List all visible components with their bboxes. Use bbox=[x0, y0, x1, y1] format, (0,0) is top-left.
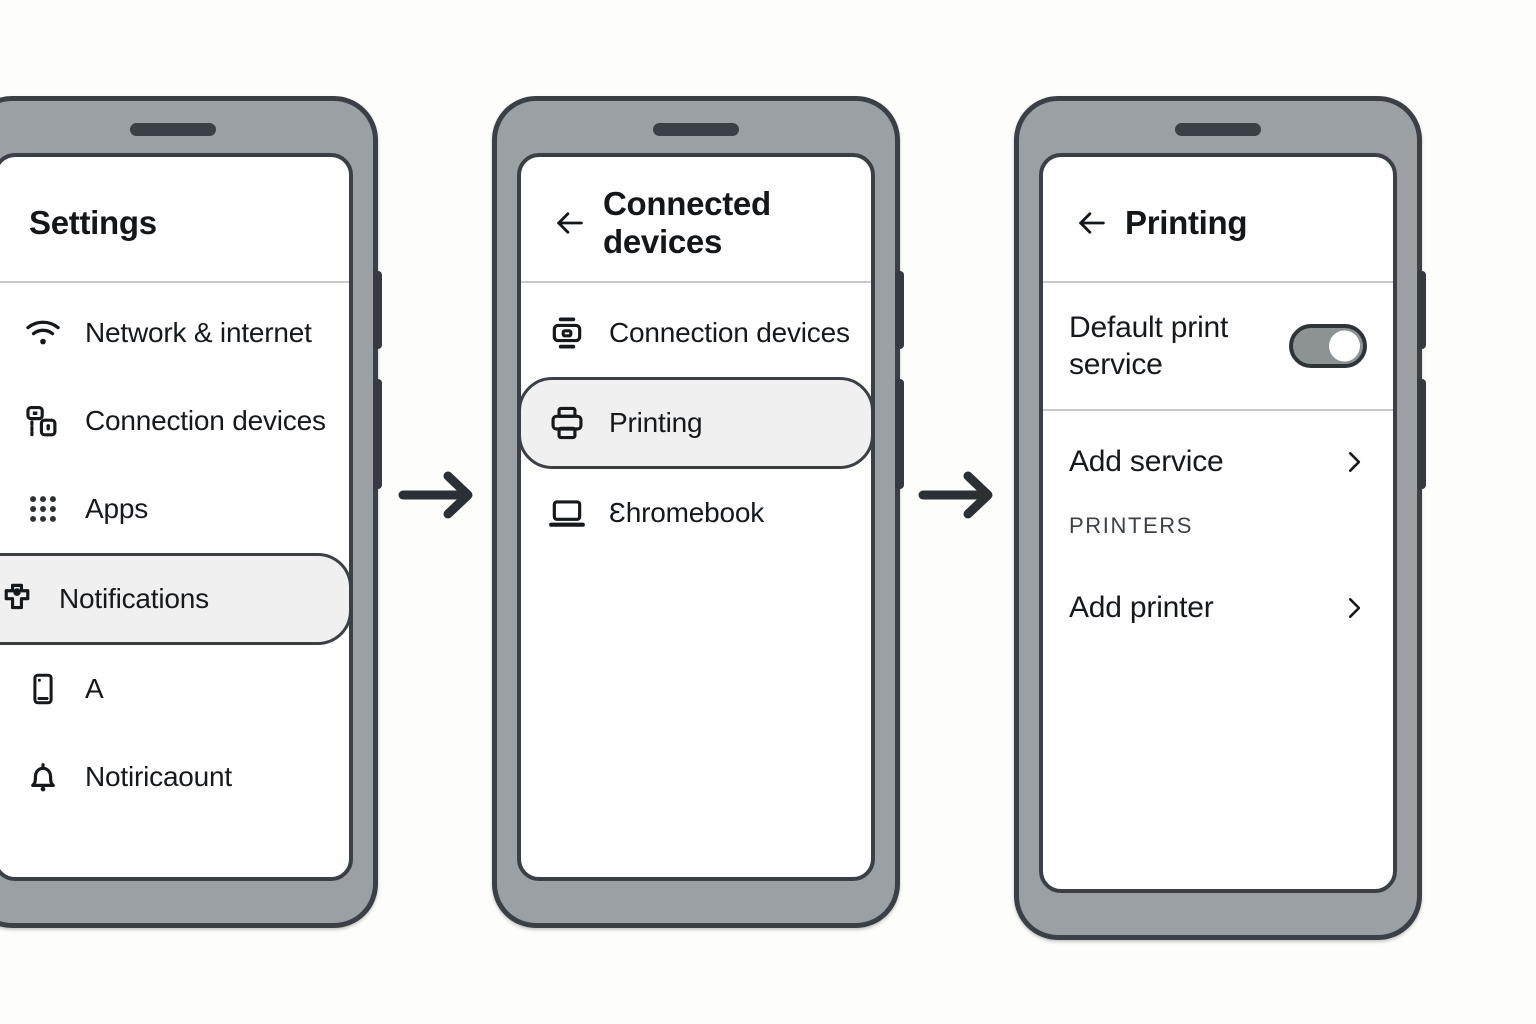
chevron-right-icon bbox=[1341, 447, 1367, 477]
sidebar-item-notifications[interactable]: Notifications bbox=[0, 553, 349, 645]
printer-icon bbox=[547, 403, 587, 443]
list-item-label: Ɛhromebook bbox=[609, 497, 764, 528]
bell-icon bbox=[23, 757, 63, 797]
device-icon bbox=[547, 313, 587, 353]
wifi-icon bbox=[23, 313, 63, 353]
earpiece-speaker bbox=[130, 123, 216, 136]
side-button-power[interactable] bbox=[895, 379, 904, 489]
earpiece-speaker bbox=[653, 123, 739, 136]
list-item-connection-devices[interactable]: Connection devices bbox=[521, 289, 871, 377]
sidebar-item-label: Network & internet bbox=[85, 317, 312, 348]
phone-printing-screen: Printing Default print service Add servi… bbox=[1039, 153, 1397, 893]
chevron-right-icon bbox=[1341, 593, 1367, 623]
section-header-printers: PRINTERS bbox=[1069, 513, 1194, 538]
connected-devices-list: Connection devices Printing bbox=[521, 283, 871, 557]
list-item-printing[interactable]: Printing bbox=[521, 377, 871, 469]
laptop-icon bbox=[547, 493, 587, 533]
page-title-row: Connected devices bbox=[521, 157, 871, 260]
sidebar-item-connection-devices[interactable]: Connection devices bbox=[0, 377, 349, 465]
page-title: Settings bbox=[29, 204, 157, 241]
phone-printing-frame: Printing Default print service Add servi… bbox=[1014, 96, 1426, 940]
sidebar-item-network-internet[interactable]: Network & internet bbox=[0, 289, 349, 377]
setting-default-print-service[interactable]: Default print service bbox=[1043, 283, 1393, 409]
apps-grid-icon bbox=[23, 489, 63, 529]
list-item-chromebook[interactable]: Ɛhromebook bbox=[521, 469, 871, 557]
page-title: Connected devices bbox=[603, 185, 771, 260]
sidebar-item-label: Apps bbox=[85, 493, 149, 524]
sidebar-item-label: Notifications bbox=[59, 583, 209, 614]
title-divider bbox=[1043, 281, 1393, 283]
settings-list: Network & internet Conne bbox=[0, 283, 349, 821]
menu-item-label: Add printer bbox=[1069, 591, 1214, 625]
side-button-power[interactable] bbox=[373, 379, 382, 489]
list-item-label: Connection devices bbox=[609, 317, 850, 348]
side-button-volume[interactable] bbox=[895, 271, 904, 349]
list-item-label: Printing bbox=[609, 407, 703, 438]
notifications-icon bbox=[0, 579, 37, 619]
sidebar-item-notiricaount[interactable]: Notiricaount bbox=[0, 733, 349, 821]
title-divider bbox=[521, 281, 871, 283]
flow-arrow-1 bbox=[398, 465, 480, 525]
earpiece-speaker bbox=[1175, 123, 1261, 136]
phone-settings-screen: Settings Network & internet bbox=[0, 153, 353, 881]
sidebar-item-label: A bbox=[85, 673, 104, 704]
section-divider bbox=[1043, 409, 1393, 411]
sidebar-item-label: Connection devices bbox=[85, 405, 326, 436]
title-divider bbox=[0, 281, 349, 283]
default-print-service-toggle[interactable] bbox=[1289, 324, 1367, 368]
back-arrow-icon[interactable] bbox=[553, 206, 587, 240]
toggle-knob bbox=[1329, 330, 1360, 362]
phone-connected-devices-screen: Connected devices Connection devices bbox=[517, 153, 875, 881]
phone-connected-devices-frame: Connected devices Connection devices bbox=[492, 96, 904, 928]
connected-devices-icon bbox=[23, 401, 63, 441]
page-title-row: Printing bbox=[1043, 157, 1393, 245]
sidebar-item-apps[interactable]: Apps bbox=[0, 465, 349, 553]
back-arrow-icon[interactable] bbox=[1075, 206, 1109, 240]
menu-item-add-service[interactable]: Add service bbox=[1043, 411, 1393, 513]
page-title: Printing bbox=[1125, 204, 1248, 241]
sidebar-item-label: Notiricaount bbox=[85, 761, 233, 792]
menu-item-label: Add service bbox=[1069, 445, 1224, 479]
menu-item-add-printer[interactable]: Add printer bbox=[1043, 557, 1393, 659]
setting-label: Default print service bbox=[1069, 310, 1229, 382]
phone-icon bbox=[23, 669, 63, 709]
phone-settings-frame: Settings Network & internet bbox=[0, 96, 382, 928]
flow-arrow-2 bbox=[918, 465, 1000, 525]
side-button-volume[interactable] bbox=[1417, 271, 1426, 349]
sidebar-item-a[interactable]: A bbox=[0, 645, 349, 733]
side-button-volume[interactable] bbox=[373, 271, 382, 349]
side-button-power[interactable] bbox=[1417, 379, 1426, 489]
